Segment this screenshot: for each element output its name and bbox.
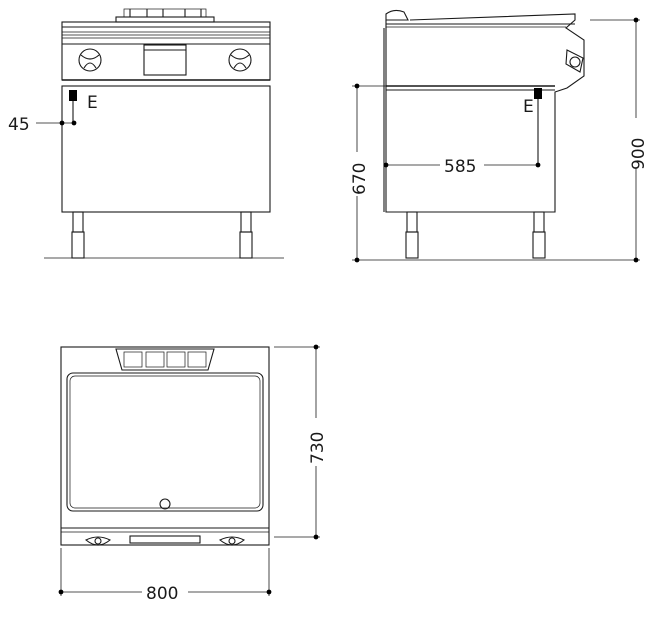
top-view: 730 800 (58, 344, 328, 604)
side-body-outline (385, 13, 585, 213)
front-leg-left (71, 211, 85, 259)
front-body (61, 85, 271, 213)
knob-right-icon[interactable] (228, 48, 252, 72)
top-knob-right-icon (219, 536, 245, 546)
dim-45-label: 45 (8, 115, 30, 135)
front-view: E 45 (8, 8, 284, 259)
dim-670-label: 670 (350, 163, 370, 195)
side-flue-cap (385, 9, 409, 21)
dim-900-label: 900 (629, 138, 649, 170)
top-front-handle (129, 535, 201, 544)
front-center-flap[interactable] (143, 44, 187, 76)
electrical-label-front: E (87, 93, 98, 113)
dim-730-label: 730 (308, 432, 328, 464)
dim-585-label: 585 (444, 157, 476, 177)
top-griddle-plate (66, 372, 264, 512)
front-flue-bar (123, 8, 207, 18)
top-knob-left-icon (85, 536, 111, 546)
electrical-connection-front-marker (69, 90, 77, 101)
side-leg-front (405, 211, 419, 259)
top-outline (60, 346, 270, 546)
dim-800-label: 800 (146, 584, 178, 604)
top-flue-grille (115, 348, 215, 371)
side-knob-icon[interactable] (565, 49, 584, 73)
drain-hole-icon (159, 498, 171, 510)
electrical-connection-side-marker (534, 88, 542, 99)
front-top-rail (115, 16, 215, 23)
side-leg-back (532, 211, 546, 259)
front-leg-right (239, 211, 253, 259)
knob-left-icon[interactable] (78, 48, 102, 72)
electrical-label-side: E (523, 97, 534, 117)
side-view: E 900 670 585 (348, 9, 649, 263)
